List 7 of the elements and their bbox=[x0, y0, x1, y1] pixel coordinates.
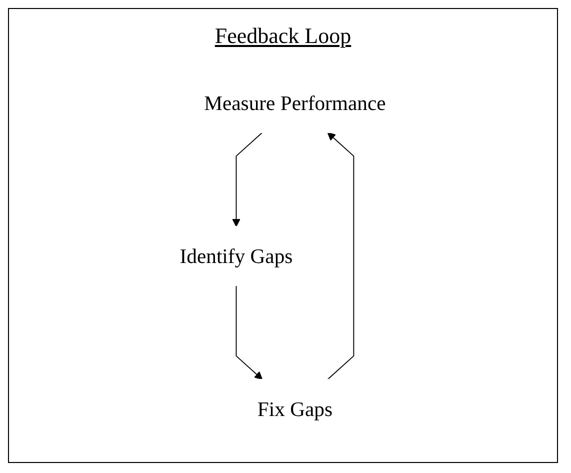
arrow bbox=[327, 132, 354, 380]
diagram-title: Feedback Loop bbox=[214, 23, 352, 49]
arrow bbox=[232, 132, 263, 226]
arrow bbox=[236, 284, 263, 380]
node-text: Fix Gaps bbox=[258, 396, 333, 420]
node-text: Identify Gaps bbox=[180, 244, 293, 268]
node-text: Measure Performance bbox=[204, 90, 386, 114]
